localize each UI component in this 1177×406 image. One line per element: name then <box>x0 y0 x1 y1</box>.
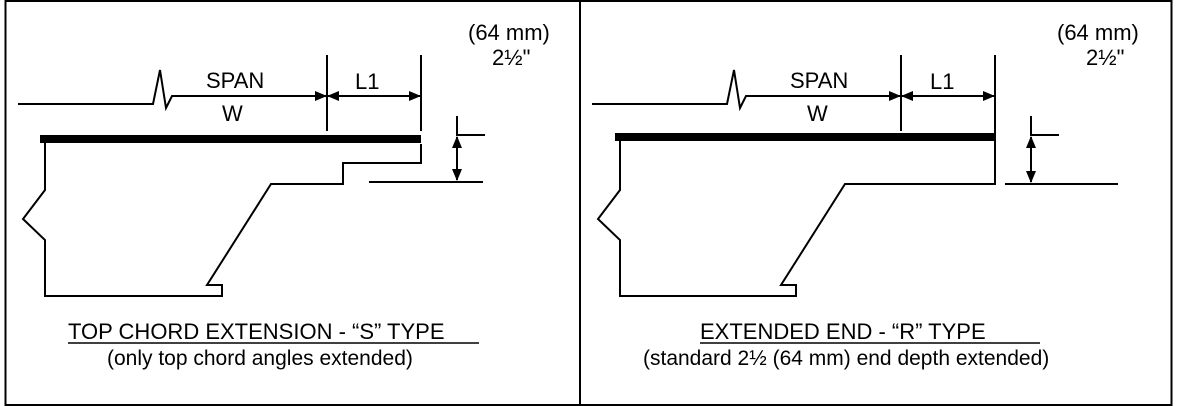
top-chord <box>40 135 421 143</box>
metric-depth-label: (64 mm) <box>1057 20 1139 45</box>
span-label: SPAN <box>790 68 848 93</box>
imperial-depth-label: 2½" <box>1086 45 1124 70</box>
panel-title: EXTENDED END - “R” TYPE <box>700 319 986 344</box>
panel-subtitle: (standard 2½ (64 mm) end depth extended) <box>643 347 1049 370</box>
panel-subtitle: (only top chord angles extended) <box>107 347 413 370</box>
l1-label: L1 <box>355 69 379 94</box>
top-chord <box>615 133 996 141</box>
depth-extension-line-top <box>1030 116 1059 136</box>
joist-end-outline <box>21 143 422 297</box>
span-line-with-break-symbol <box>592 69 752 112</box>
panel-s-type: SPAN W L1 (64 mm) 2½" TOP CHORD EXTENSIO… <box>18 20 550 370</box>
imperial-depth-label: 2½" <box>492 45 530 70</box>
joist-end-outline <box>596 141 995 297</box>
span-label: SPAN <box>206 68 264 93</box>
w-label: W <box>807 101 828 126</box>
span-line-with-break-symbol <box>18 69 178 112</box>
panel-title: TOP CHORD EXTENSION - “S” TYPE <box>68 319 445 344</box>
metric-depth-label: (64 mm) <box>468 20 550 45</box>
panel-r-type: SPAN W L1 (64 mm) 2½" EXTENDED END - “R”… <box>592 20 1139 370</box>
w-label: W <box>222 101 243 126</box>
depth-extension-line-top <box>456 116 485 136</box>
l1-label: L1 <box>930 69 954 94</box>
outer-frame <box>4 0 1173 406</box>
